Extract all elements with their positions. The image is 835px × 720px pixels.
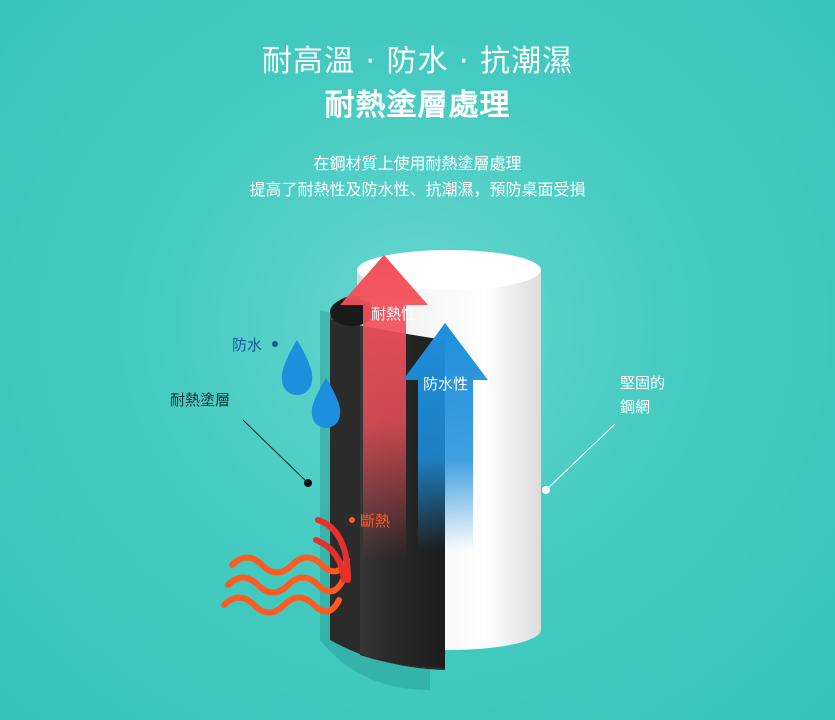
label-coating: 耐熱塗層 <box>170 391 231 409</box>
water-drop-icon <box>311 378 341 428</box>
label-steel-line-2: 鋼網 <box>620 398 651 416</box>
subtitle-line-2: 提高了耐熱性及防水性、抗潮濕，預防桌面受損 <box>249 180 586 199</box>
heat-arrow <box>340 255 428 560</box>
water-arrow <box>403 323 488 550</box>
label-insulation: 斷熱 <box>360 512 391 530</box>
water-drop-icon <box>281 340 313 395</box>
title-line-1: 耐高溫 · 防水 · 抗潮濕 <box>261 44 574 79</box>
heat-waves-icon <box>221 517 351 616</box>
label-steel-line-1: 堅固的 <box>620 374 666 392</box>
title-line-2: 耐熱塗層處理 <box>324 88 511 123</box>
subtitle-line-1: 在鋼材質上使用耐熱塗層處理 <box>313 154 522 173</box>
label-waterproof: 防水 <box>232 336 263 354</box>
heat-arrow-label: 耐熱性 <box>371 305 417 323</box>
coating-leader-line <box>242 419 309 484</box>
water-arrow-label: 防水性 <box>423 375 469 393</box>
steel-leader-line <box>545 423 616 491</box>
